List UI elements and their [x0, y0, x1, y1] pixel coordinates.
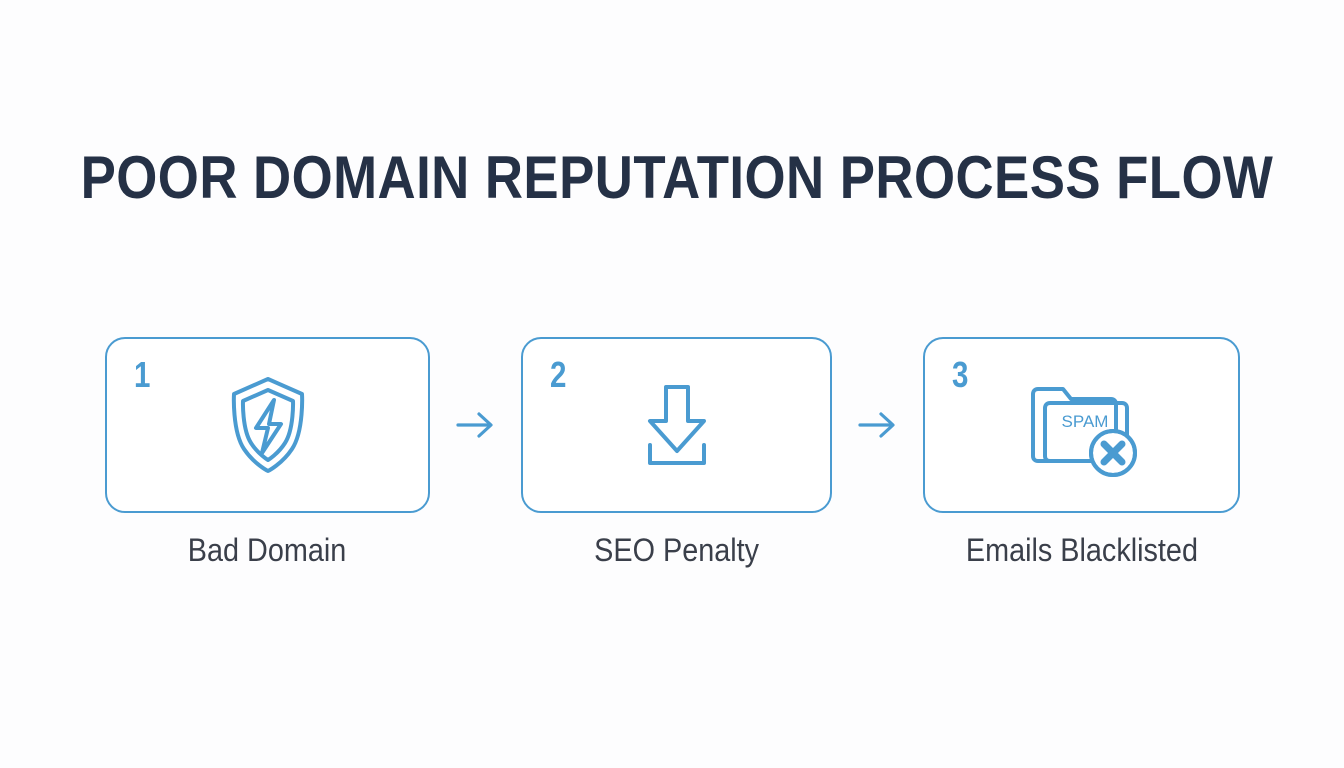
arrow-right-icon: [455, 412, 493, 438]
process-step-1[interactable]: 1 Bad Domain: [105, 337, 430, 569]
step-label-2: SEO Penalty: [594, 532, 759, 568]
shield-lightning-icon: [107, 339, 428, 511]
page-title: POOR DOMAIN REPUTATION PROCESS FLOW: [80, 144, 1274, 211]
connector-1: [447, 337, 505, 513]
step-label-1: Bad Domain: [188, 532, 347, 568]
connector-2: [849, 337, 907, 513]
process-flow: 1 Bad Domain 2: [105, 337, 1240, 569]
step-number-3: 3: [952, 354, 969, 395]
step-label-3: Emails Blacklisted: [965, 532, 1198, 568]
step-number-1: 1: [134, 354, 151, 395]
step-card-3[interactable]: 3 SPAM: [923, 337, 1240, 513]
arrow-right-icon: [857, 412, 895, 438]
step-card-2[interactable]: 2: [521, 337, 832, 513]
step-card-1[interactable]: 1: [105, 337, 430, 513]
spam-folder-blocked-icon: SPAM: [925, 339, 1238, 511]
process-step-3[interactable]: 3 SPAM Emails Blac: [923, 337, 1240, 569]
download-arrow-icon: [523, 339, 830, 511]
step-number-2: 2: [550, 354, 567, 395]
spam-folder-text: SPAM: [1061, 412, 1108, 431]
process-step-2[interactable]: 2 SEO Penalty: [521, 337, 832, 569]
